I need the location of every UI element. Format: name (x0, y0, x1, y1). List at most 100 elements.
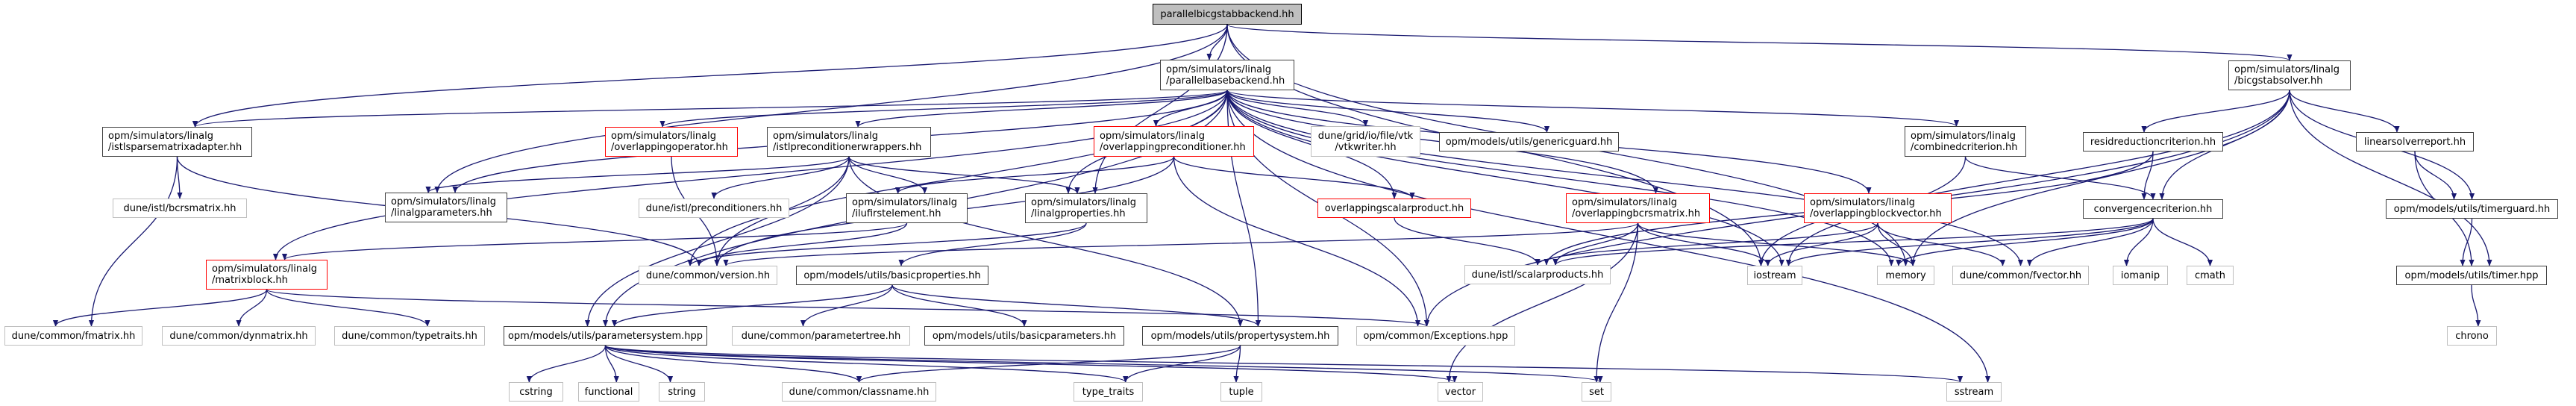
graph-node-functional[interactable]: functional (578, 382, 639, 402)
graph-node-set[interactable]: set (1582, 382, 1611, 402)
edge-conv-to-memory (1896, 218, 2154, 266)
node-label: /overlappingoperator.hh (611, 142, 728, 153)
node-label: opm/simulators/linalg (1031, 197, 1136, 208)
edge-lsr-to-tguard (2414, 151, 2457, 200)
graph-node-type_traits[interactable]: type_traits (1074, 382, 1143, 402)
edge-mblock-to-exceptions (266, 289, 1429, 327)
graph-node-ovbv[interactable]: opm/simulators/linalg/overlappingblockve… (1804, 193, 1952, 223)
graph-node-vector[interactable]: vector (1438, 382, 1483, 402)
edge-pbb-to-mblock (272, 90, 1228, 260)
node-label: opm/models/utils/genericguard.hh (1445, 136, 1613, 148)
edge-resid-to-conv (2141, 151, 2154, 200)
graph-node-exceptions[interactable]: opm/common/Exceptions.hpp (1356, 326, 1515, 346)
edge-ovbcrs-to-set (1593, 222, 1639, 383)
graph-node-bprops[interactable]: opm/models/utils/basicproperties.hh (796, 266, 988, 285)
graph-node-bcrs[interactable]: dune/istl/bcrsmatrix.hh (113, 199, 247, 218)
edge-ovpre-to-ovsp (1173, 156, 1415, 199)
graph-node-lsr[interactable]: linearsolverreport.hh (2356, 132, 2474, 152)
edge-ovbcrs-to-scalarp (1552, 222, 1639, 266)
graph-node-fvector[interactable]: dune/common/fvector.hh (1952, 266, 2089, 285)
node-label: /bicgstabsolver.hh (2234, 75, 2323, 87)
graph-node-mblock[interactable]: opm/simulators/linalg/matrixblock.hh (206, 260, 328, 290)
graph-node-root[interactable]: parallelbicgstabbackend.hh (1153, 4, 1302, 25)
edge-conv-to-iostream (1786, 218, 2154, 266)
graph-node-timer[interactable]: opm/models/utils/timer.hpp (2396, 266, 2547, 285)
graph-node-string[interactable]: string (659, 382, 705, 402)
node-label: opm/models/utils/basicproperties.hh (803, 269, 981, 281)
node-label: /linalgproperties.hh (1031, 208, 1126, 219)
edge-pbb-to-sstream (1226, 90, 1991, 383)
node-label: cstring (519, 386, 553, 398)
node-label: opm/simulators/linalg (1810, 197, 1915, 208)
node-label: opm/simulators/linalg (773, 131, 878, 142)
graph-node-dynmatrix[interactable]: dune/common/dynmatrix.hh (162, 326, 316, 346)
graph-node-iomanip[interactable]: iomanip (2113, 266, 2168, 285)
graph-node-ispa[interactable]: opm/simulators/linalg/istlsparsematrixad… (102, 127, 252, 157)
graph-node-iostream[interactable]: iostream (1747, 266, 1802, 285)
edge-pbb-to-ovop (659, 90, 1228, 128)
node-label: chrono (2455, 330, 2489, 342)
edge-root-to-ispa (192, 24, 1228, 128)
graph-node-precs[interactable]: dune/istl/preconditioners.hh (639, 199, 789, 218)
graph-node-ipw[interactable]: opm/simulators/linalg/istlpreconditioner… (767, 127, 931, 157)
edge-root-to-lprop (1092, 24, 1228, 194)
graph-node-ovop[interactable]: opm/simulators/linalg/overlappingoperato… (605, 127, 738, 157)
graph-node-ptree[interactable]: dune/common/parametertree.hh (732, 326, 910, 346)
edge-propsys-to-classname (856, 345, 1241, 383)
node-label: opm/simulators/linalg (1166, 63, 1271, 75)
edge-bicg-to-resid (2141, 90, 2290, 133)
graph-node-typetraits_dune[interactable]: dune/common/typetraits.hh (334, 326, 485, 346)
node-label: /overlappingblockvector.hh (1810, 208, 1942, 219)
graph-node-sstream[interactable]: sstream (1946, 382, 2002, 402)
edge-ilu-to-mblock (282, 222, 908, 260)
edge-mblock-to-fmatrix (52, 289, 268, 327)
edge-psys-to-vector (604, 345, 1458, 383)
node-label: opm/simulators/linalg (852, 197, 957, 208)
graph-node-ovbcrs[interactable]: opm/simulators/linalg/overlappingbcrsmat… (1566, 193, 1710, 223)
edge-conv-to-scalarp (1552, 218, 2154, 266)
graph-node-tuple[interactable]: tuple (1220, 382, 1262, 402)
graph-node-ovpre[interactable]: opm/simulators/linalg/overlappingprecond… (1094, 126, 1254, 157)
edge-pbb-to-version (687, 90, 1228, 266)
graph-node-version[interactable]: dune/common/version.hh (639, 266, 777, 285)
graph-node-resid[interactable]: residreductioncriterion.hh (2083, 132, 2223, 152)
edge-psys-to-set (604, 345, 1603, 383)
edge-bprops-to-bparams (891, 284, 1027, 327)
graph-node-ilu[interactable]: opm/simulators/linalg/ilufirstelement.hh (846, 193, 968, 223)
edge-ipw-to-lprop (848, 156, 1080, 194)
graph-node-ovsp[interactable]: overlappingscalarproduct.hh (1317, 199, 1471, 218)
graph-node-psys[interactable]: opm/models/utils/parametersystem.hpp (504, 326, 707, 346)
graph-node-fmatrix[interactable]: dune/common/fmatrix.hh (4, 326, 142, 346)
graph-node-gguard[interactable]: opm/models/utils/genericguard.hh (1439, 132, 1619, 152)
node-label: opm/simulators/linalg (1911, 130, 2016, 142)
node-label: opm/simulators/linalg (108, 131, 213, 142)
edge-conv-to-fvector (2026, 218, 2154, 266)
graph-node-propsys[interactable]: opm/models/utils/propertysystem.hh (1142, 326, 1338, 346)
graph-node-bicg[interactable]: opm/simulators/linalg/bicgstabsolver.hh (2228, 60, 2351, 90)
graph-node-tguard[interactable]: opm/models/utils/timerguard.hh (2386, 199, 2558, 219)
graph-node-lparam[interactable]: opm/simulators/linalg/linalgparameters.h… (385, 193, 507, 222)
edge-bprops-to-propsys (891, 284, 1261, 327)
graph-node-comb[interactable]: opm/simulators/linalg/combinedcriterion.… (1905, 126, 2026, 157)
node-label: convergencecriterion.hh (2093, 203, 2213, 215)
graph-node-cmath[interactable]: cmath (2187, 266, 2234, 285)
edge-lprop-to-bprops (898, 222, 1087, 266)
edge-ovbcrs-to-vector (1446, 222, 1639, 383)
graph-node-cstring[interactable]: cstring (509, 382, 563, 402)
edge-propsys-to-type_traits (1123, 345, 1241, 383)
graph-node-classname[interactable]: dune/common/classname.hh (782, 382, 936, 402)
node-label: /istlpreconditionerwrappers.hh (773, 142, 922, 153)
graph-node-memory[interactable]: memory (1877, 266, 1934, 285)
graph-node-vtk[interactable]: dune/grid/io/file/vtk/vtkwriter.hh (1311, 126, 1420, 157)
node-label: functional (584, 386, 633, 398)
graph-node-lprop[interactable]: opm/simulators/linalg/linalgproperties.h… (1025, 193, 1147, 223)
graph-node-bparams[interactable]: opm/models/utils/basicparameters.hh (924, 326, 1124, 346)
edge-lprop-to-version (687, 222, 1087, 266)
edge-tguard-to-timer (2460, 218, 2473, 266)
graph-node-pbb[interactable]: opm/simulators/linalg/parallelbasebacken… (1160, 60, 1294, 90)
graph-node-conv[interactable]: convergencecriterion.hh (2083, 199, 2223, 219)
graph-node-chrono[interactable]: chrono (2447, 326, 2497, 346)
edge-propsys-to-tuple (1233, 345, 1241, 383)
graph-node-scalarp[interactable]: dune/istl/scalarproducts.hh (1464, 265, 1611, 284)
edge-ovbv-to-memory (1877, 222, 1916, 266)
